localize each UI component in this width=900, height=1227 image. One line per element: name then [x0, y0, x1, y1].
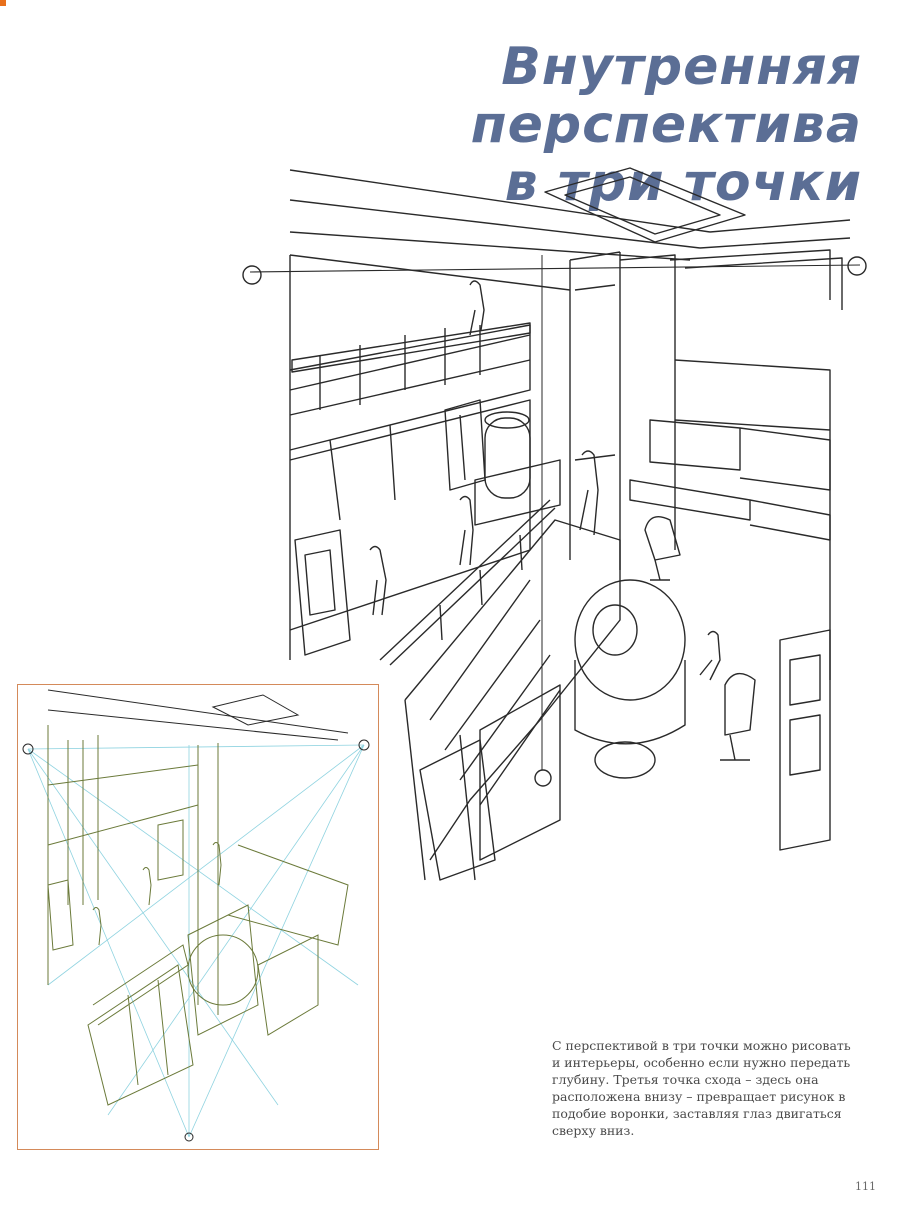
inset-vanishing-point-left-icon — [22, 743, 34, 755]
page-title: Внутренняя перспектива в три точки — [222, 38, 862, 212]
corner-color-mark — [0, 0, 6, 6]
inset-vanishing-point-right-icon — [358, 739, 370, 751]
construction-sketch — [22, 689, 370, 1142]
vanishing-point-left-icon — [242, 265, 262, 285]
construction-sketch-inset — [17, 684, 379, 1150]
vanishing-point-right-icon — [847, 256, 867, 276]
caption-text: С перспективой в три точки можно рисоват… — [552, 1038, 851, 1138]
inset-vanishing-point-bottom-icon — [184, 1132, 194, 1142]
title-line-1: Внутренняя перспектива — [470, 37, 862, 155]
main-interior-illustration — [242, 167, 867, 881]
title-line-2: в три точки — [504, 153, 862, 213]
page-number: 111 — [855, 1180, 876, 1193]
vanishing-point-bottom-icon — [534, 769, 552, 787]
